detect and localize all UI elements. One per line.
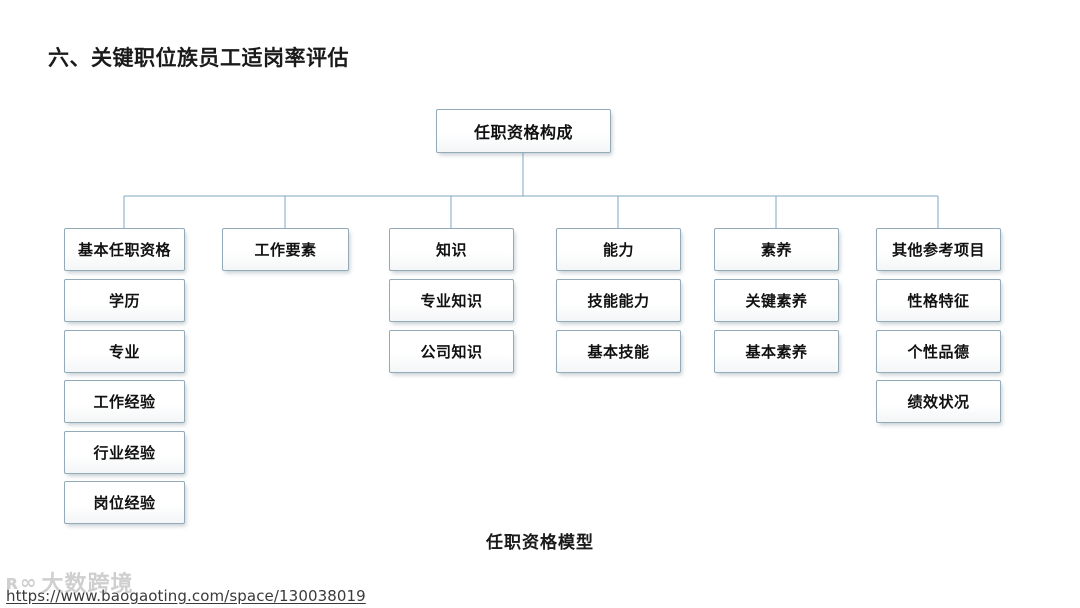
watermark-url[interactable]: https://www.baogaoting.com/space/1300380… bbox=[6, 587, 366, 605]
node-column-3-child-2[interactable]: 公司知识 bbox=[389, 330, 514, 373]
node-column-header-5[interactable]: 素养 bbox=[714, 228, 839, 271]
node-column-4-child-2[interactable]: 基本技能 bbox=[556, 330, 681, 373]
node-column-6-child-2[interactable]: 个性品德 bbox=[876, 330, 1001, 373]
node-column-1-child-4[interactable]: 行业经验 bbox=[64, 431, 185, 474]
node-column-header-6[interactable]: 其他参考项目 bbox=[876, 228, 1001, 271]
node-column-6-child-3[interactable]: 绩效状况 bbox=[876, 380, 1001, 423]
node-column-header-3[interactable]: 知识 bbox=[389, 228, 514, 271]
node-column-5-child-1[interactable]: 关键素养 bbox=[714, 279, 839, 322]
node-column-4-child-1[interactable]: 技能能力 bbox=[556, 279, 681, 322]
node-column-header-1[interactable]: 基本任职资格 bbox=[64, 228, 185, 271]
node-column-3-child-1[interactable]: 专业知识 bbox=[389, 279, 514, 322]
node-column-header-2[interactable]: 工作要素 bbox=[222, 228, 349, 271]
node-column-1-child-1[interactable]: 学历 bbox=[64, 279, 185, 322]
node-column-1-child-2[interactable]: 专业 bbox=[64, 330, 185, 373]
node-column-6-child-1[interactable]: 性格特征 bbox=[876, 279, 1001, 322]
node-column-1-child-3[interactable]: 工作经验 bbox=[64, 380, 185, 423]
watermark-logo-text: 大数跨境 bbox=[41, 572, 134, 597]
node-root[interactable]: 任职资格构成 bbox=[436, 109, 611, 153]
node-column-1-child-5[interactable]: 岗位经验 bbox=[64, 481, 185, 524]
node-column-header-4[interactable]: 能力 bbox=[556, 228, 681, 271]
watermark-logo-mark: ʀ∞ bbox=[6, 570, 38, 594]
watermark-logo: ʀ∞ 大数跨境 bbox=[6, 566, 134, 598]
page-title: 六、关键职位族员工适岗率评估 bbox=[48, 46, 349, 70]
node-column-5-child-2[interactable]: 基本素养 bbox=[714, 330, 839, 373]
diagram-caption: 任职资格模型 bbox=[486, 533, 594, 553]
